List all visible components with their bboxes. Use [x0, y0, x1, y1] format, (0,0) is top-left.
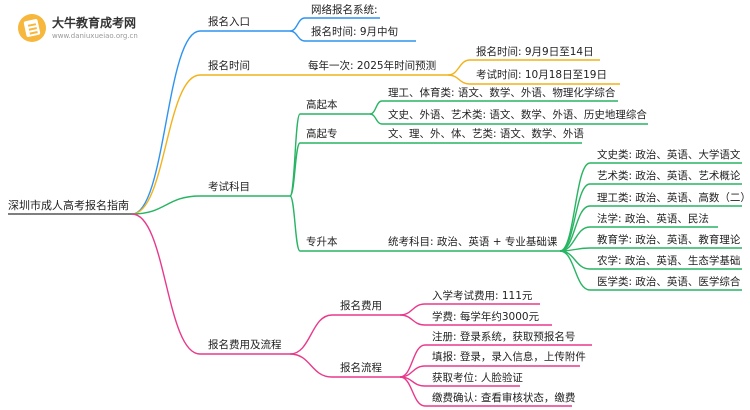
- link-root-kemu: [131, 195, 201, 215]
- book-icon: [18, 14, 46, 42]
- node-baoming-liucheng: 报名流程: [340, 362, 382, 374]
- leaf-rukou-time: 报名时间: 9月中旬: [311, 26, 399, 38]
- connector-curve: [447, 74, 471, 85]
- link-root-shijian: [131, 74, 201, 215]
- connector-curve: [447, 59, 471, 76]
- node-shijian-yuce: 每年一次: 2025年时间预测: [308, 60, 437, 72]
- leaf-liucheng-jiaofei: 缴费确认: 查看审核状态，缴费: [432, 392, 576, 404]
- leaf-zsb-yixue: 医学类: 政治、英语、医学综合: [597, 276, 741, 288]
- leaf-gaoqiben-ligong: 理工、体育类: 语文、数学、外语、物理化学综合: [388, 87, 616, 99]
- connector-curve: [289, 195, 301, 252]
- leaf-zsb-jiaoyu: 教育学: 政治、英语、教育理论: [597, 234, 741, 246]
- node-baoming-shijian: 报名时间: [208, 60, 250, 72]
- connector-curve: [369, 113, 383, 125]
- link-root-feiyong: [131, 213, 201, 355]
- connector-curve: [369, 100, 383, 115]
- connector-curve: [559, 250, 591, 291]
- connector-curve: [559, 183, 591, 252]
- node-gaoqiben: 高起本: [306, 99, 338, 111]
- leaf-liucheng-tianbao: 填报: 登录，录入信息，上传附件: [432, 351, 586, 363]
- leaf-liucheng-zhuce: 注册: 登录系统，获取预报名号: [432, 331, 576, 343]
- leaf-shijian-baoming: 报名时间: 9月9日至14日: [476, 46, 594, 58]
- leaf-feiyong-kaoshi: 入学考试费用: 111元: [432, 290, 533, 302]
- leaf-liucheng-kaowei: 获取考位: 人脸验证: [432, 372, 523, 384]
- connector-curve: [399, 376, 426, 407]
- link-root-rukou: [131, 30, 201, 215]
- leaf-zsb-wenshi: 文史类: 政治、英语、大学语文: [597, 149, 741, 161]
- connector-curve: [289, 142, 301, 197]
- site-logo: 大牛教育成考网 www.daniuxueiao.org.cn: [18, 14, 138, 42]
- connector-curve: [289, 30, 306, 42]
- node-tongkao-kemu: 统考科目: 政治、英语 + 专业基础课: [388, 236, 558, 248]
- leaf-zsb-faxue: 法学: 政治、英语、民法: [597, 213, 709, 225]
- logo-name: 大牛教育成考网: [52, 15, 137, 30]
- leaf-zsb-yishu: 艺术类: 政治、英语、艺术概论: [597, 170, 741, 182]
- root-node: 深圳市成人高考报名指南: [8, 199, 129, 212]
- connector-curve: [289, 353, 333, 378]
- connector-curve: [289, 113, 301, 197]
- leaf-zsb-nongxue: 农学: 政治、英语、生态学基础: [597, 255, 741, 267]
- connector-curve: [399, 303, 426, 316]
- node-zhuanshengben: 专升本: [306, 236, 338, 248]
- node-feiyong-liucheng: 报名费用及流程: [208, 339, 282, 351]
- node-kaoshi-kemu: 考试科目: [208, 181, 250, 193]
- node-baoming-rukou: 报名入口: [208, 16, 250, 28]
- leaf-feiyong-xuefei: 学费: 每学年约3000元: [432, 311, 540, 323]
- leaf-gaoqizhuan: 文、理、外、体、艺类: 语文、数学、外语: [388, 128, 584, 140]
- connector-curve: [559, 250, 591, 270]
- connector-curve: [399, 314, 426, 326]
- leaf-shijian-kaoshi: 考试时间: 10月18日至19日: [476, 69, 607, 81]
- node-baoming-feiyong: 报名费用: [340, 300, 382, 312]
- connector-curve: [289, 314, 333, 355]
- leaf-gaoqiben-wenshi: 文史、外语、艺术类: 语文、数学、外语、历史地理综合: [388, 109, 647, 121]
- leaf-rukou-system: 网络报名系统:: [311, 4, 378, 16]
- node-gaoqizhuan: 高起专: [306, 128, 338, 140]
- logo-url: www.daniuxueiao.org.cn: [52, 31, 138, 40]
- connector-curve: [289, 17, 306, 32]
- leaf-zsb-ligong: 理工类: 政治、英语、高数（二）: [597, 192, 750, 204]
